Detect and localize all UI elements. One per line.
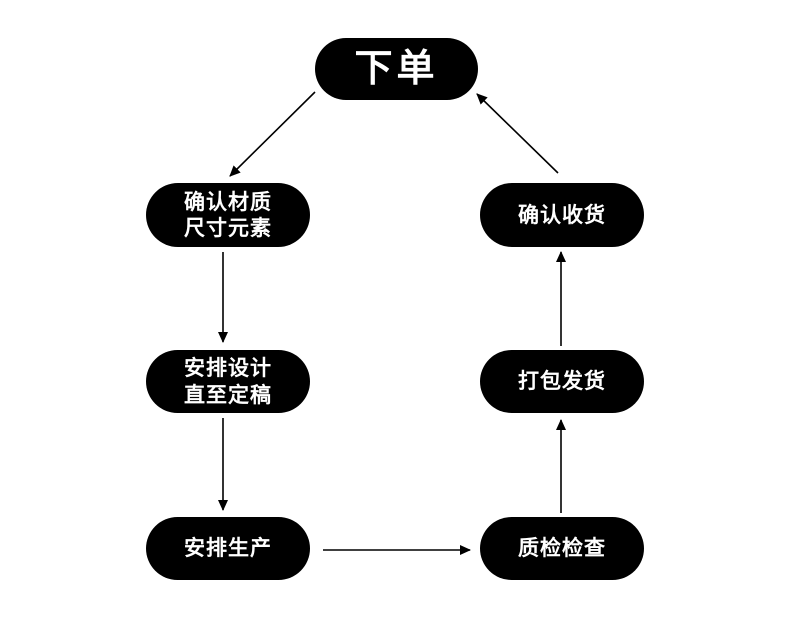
node-arrange-design-line2: 直至定稿	[184, 382, 272, 407]
node-pack-ship-label: 打包发货	[518, 369, 606, 394]
node-confirm-material: 确认材质 尺寸元素	[146, 183, 310, 247]
node-arrange-production-label: 安排生产	[184, 536, 272, 561]
node-arrange-design-line1: 安排设计	[184, 356, 272, 381]
node-confirm-receipt-label: 确认收货	[518, 202, 606, 227]
arrow-order-to-confirm-material	[229, 91, 316, 177]
node-confirm-material-line2: 尺寸元素	[184, 216, 272, 240]
node-confirm-material-line1: 确认材质	[184, 189, 272, 214]
arrow-confirm-receipt-to-order	[476, 93, 559, 174]
node-order-label: 下单	[354, 46, 439, 91]
node-arrange-production: 安排生产	[146, 517, 310, 580]
node-pack-ship: 打包发货	[480, 350, 644, 413]
node-arrange-design: 安排设计 直至定稿	[146, 350, 310, 413]
node-quality-check-label: 质检检查	[518, 536, 606, 561]
node-order: 下单	[315, 38, 478, 100]
node-confirm-receipt: 确认收货	[480, 183, 644, 247]
node-quality-check: 质检检查	[480, 517, 644, 580]
